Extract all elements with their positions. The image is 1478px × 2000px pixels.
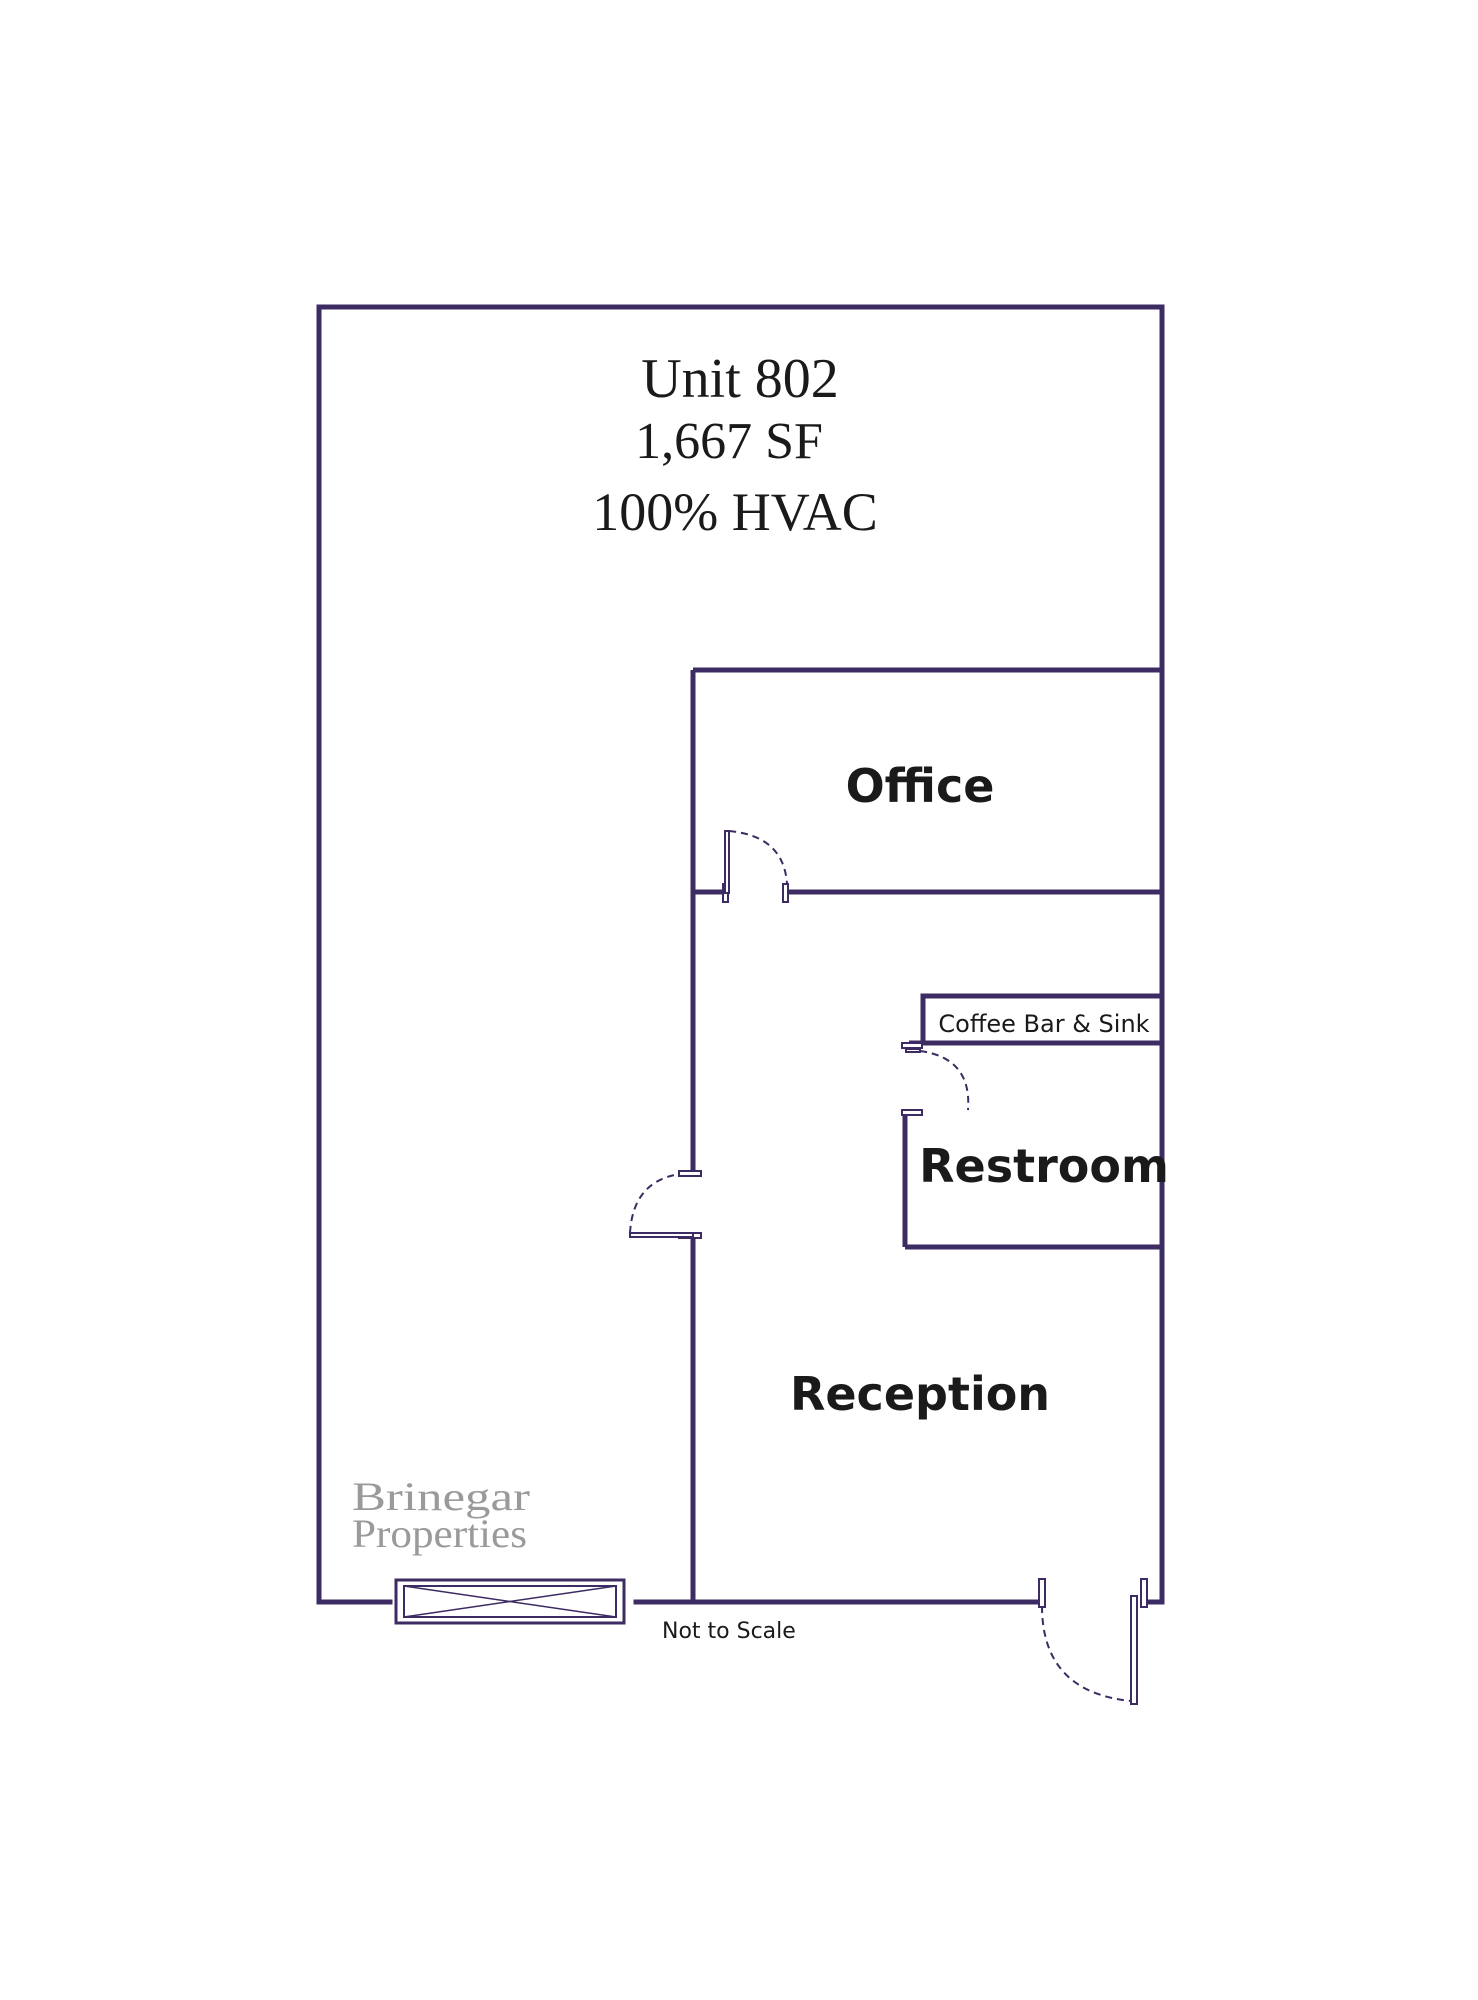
room-label-coffee-bar: Coffee Bar & Sink — [938, 1010, 1149, 1038]
warehouse-door — [629, 1170, 702, 1239]
office-door — [722, 830, 789, 903]
room-label-restroom: Restroom — [919, 1139, 1169, 1193]
outer-walls — [316, 304, 1165, 1605]
entry-door — [1038, 1578, 1148, 1705]
brand-line-2: Properties — [352, 1511, 527, 1556]
overhead-door — [394, 1578, 626, 1625]
interior-walls — [690, 667, 1162, 1602]
unit-area: 1,667 SF — [635, 413, 823, 470]
room-label-reception: Reception — [790, 1367, 1050, 1421]
brand-line-1: Brinegar — [352, 1474, 530, 1519]
unit-name: Unit 802 — [641, 348, 839, 410]
restroom-door — [901, 1042, 970, 1116]
unit-hvac: 100% HVAC — [592, 482, 878, 542]
scale-note: Not to Scale — [662, 1619, 796, 1644]
room-label-office: Office — [846, 759, 995, 813]
brand-logo: Brinegar Properties — [352, 1474, 530, 1556]
